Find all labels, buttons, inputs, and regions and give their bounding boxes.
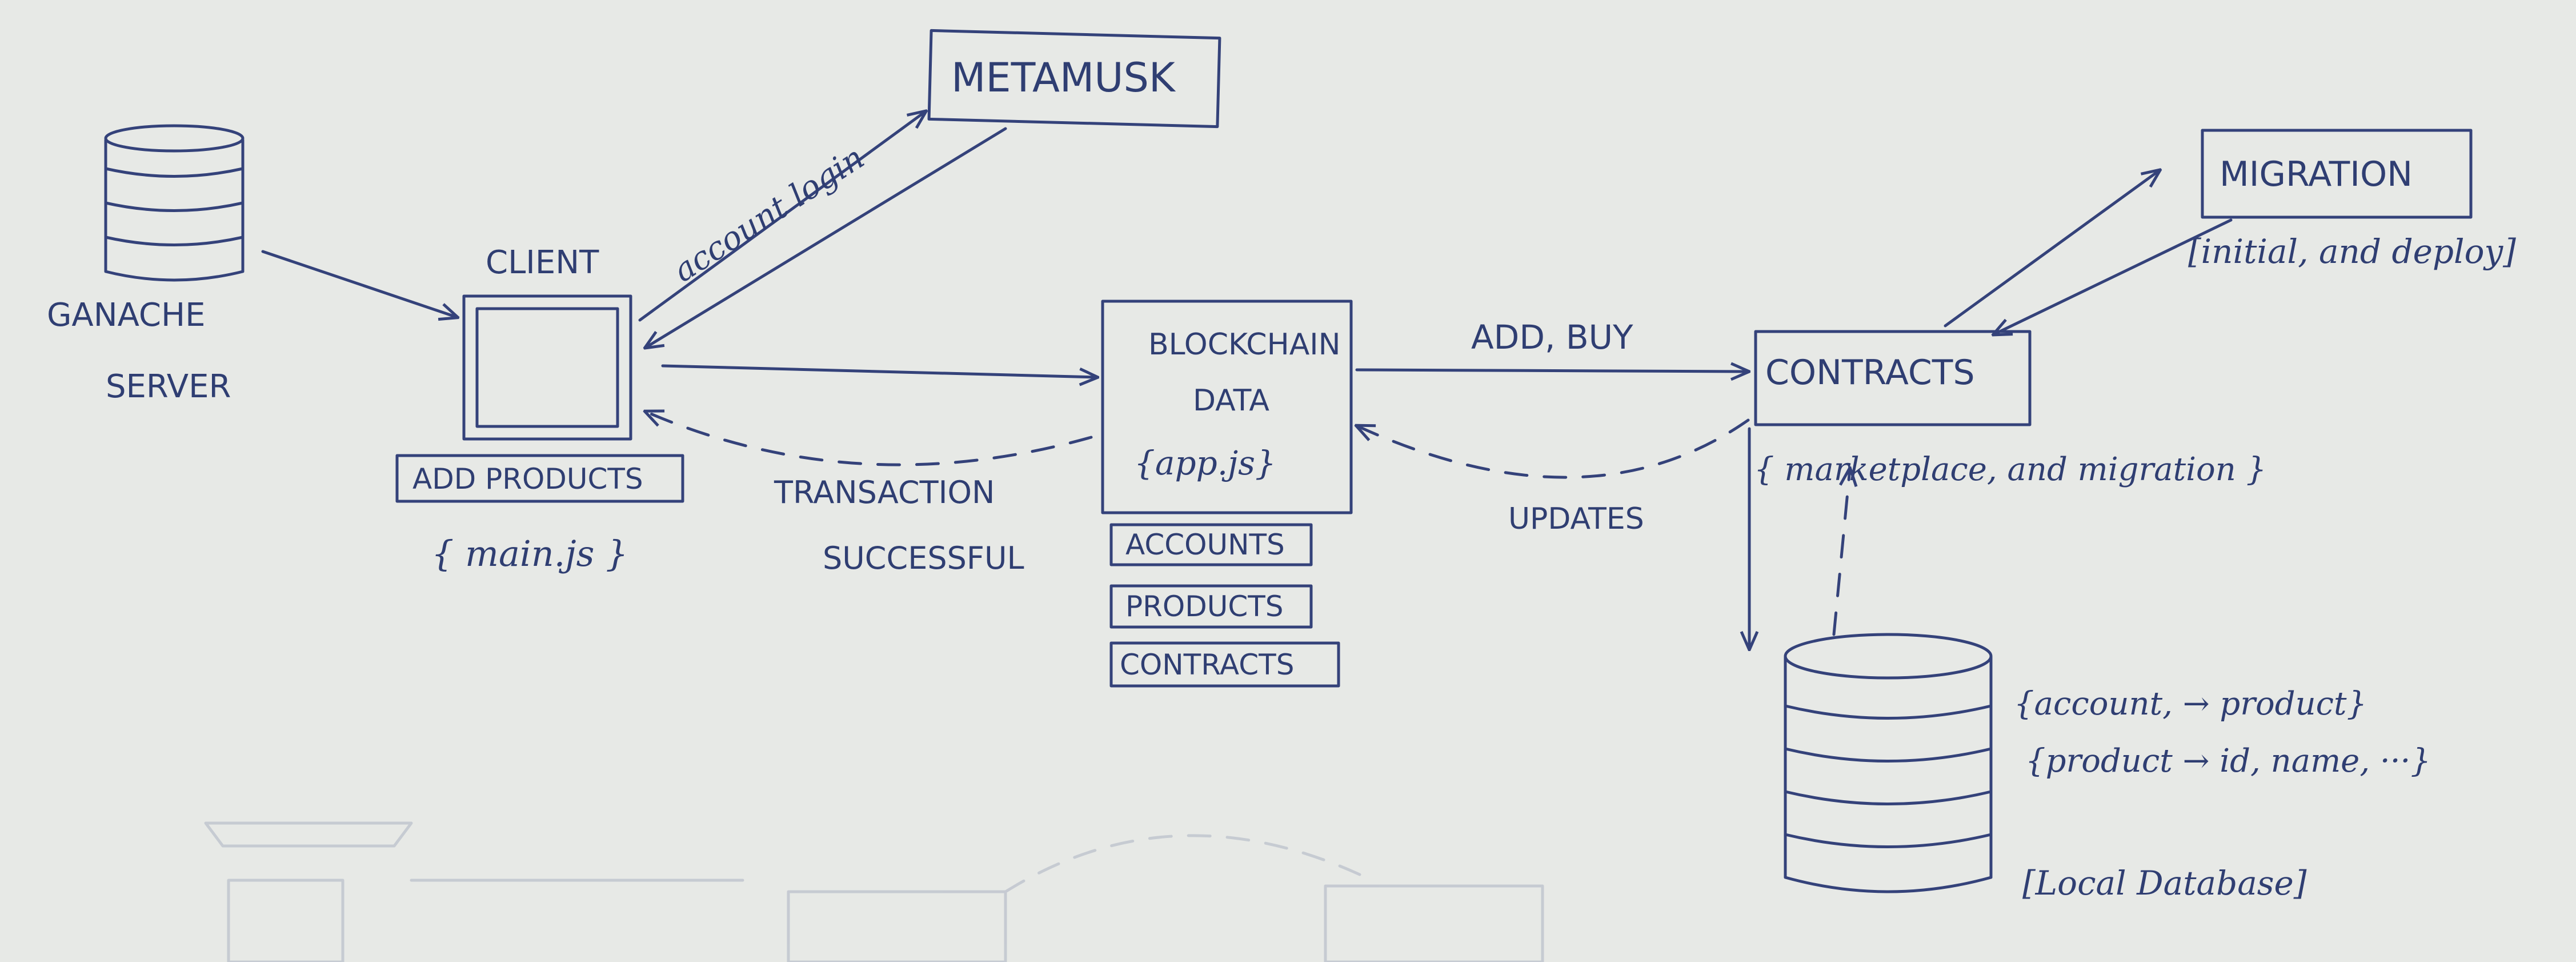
transaction-label-line1: TRANSACTION	[774, 474, 995, 510]
contracts-item-label: CONTRACTS	[1120, 648, 1294, 681]
transaction-label-line2: SUCCESSFUL	[823, 540, 1024, 576]
edge-client-to-metamusk	[638, 111, 926, 322]
client-title: CLIENT	[486, 244, 599, 281]
edge-contracts-to-migration	[1944, 170, 2160, 328]
products-box	[1109, 584, 1313, 629]
contracts-box	[1754, 330, 2032, 426]
db-label: [Local Database]	[2022, 864, 2307, 903]
edge-blockchain-to-contracts	[1355, 370, 1748, 372]
edge-database-to-contracts	[1832, 469, 1850, 636]
migration-node: MIGRATION [initial, and deploy]	[2188, 129, 2516, 271]
database-icon	[1784, 633, 1993, 893]
metamusk-node: METAMUSK	[927, 29, 1221, 129]
blockchain-node: BLOCKCHAIN DATA {app.js} ACCOUNTS PRODUC…	[1101, 300, 1353, 688]
add-buy-label: ADD, BUY	[1471, 318, 1633, 357]
updates-label: UPDATES	[1508, 502, 1644, 536]
client-screen-inner	[475, 307, 619, 428]
contracts-item-box	[1109, 641, 1340, 688]
migration-note-label: [initial, and deploy]	[2188, 232, 2516, 271]
client-node: CLIENT ADD PRODUCTS { main.js }	[395, 244, 684, 574]
edge-metamusk-to-client	[646, 127, 1007, 348]
app-js-label: {app.js}	[1134, 444, 1276, 482]
ganache-label-line2: SERVER	[106, 368, 231, 405]
add-products-label: ADD PRODUCTS	[412, 462, 643, 496]
ganache-server-node: GANACHE SERVER	[47, 124, 245, 405]
blockchain-box	[1101, 300, 1353, 514]
blockchain-label-line2: DATA	[1193, 384, 1269, 418]
db-schema-line2: {product → id, name, ···}	[2025, 743, 2431, 780]
accounts-box	[1109, 523, 1313, 566]
add-products-box	[395, 454, 684, 503]
local-database-node: {account, → product} {product → id, name…	[1784, 633, 2431, 903]
edge-client-to-blockchain	[661, 364, 1097, 377]
edge-ganache-to-client	[261, 250, 457, 317]
ganache-label-line1: GANACHE	[47, 297, 206, 334]
blockchain-label-line1: BLOCKCHAIN	[1148, 328, 1341, 362]
migration-box	[2201, 129, 2473, 219]
products-label: PRODUCTS	[1125, 590, 1284, 623]
edge-contracts-to-blockchain	[1357, 418, 1750, 479]
edge-migration-to-contracts	[1994, 218, 2233, 334]
database-icon	[104, 124, 245, 282]
migration-label: MIGRATION	[2220, 154, 2413, 194]
client-screen-outer	[462, 294, 632, 441]
db-schema-line1: {account, → product}	[2014, 685, 2367, 723]
contracts-files-label: { marketplace, and migration }	[1754, 451, 2266, 488]
contracts-label: CONTRACTS	[1765, 353, 1975, 393]
accounts-label: ACCOUNTS	[1125, 528, 1285, 561]
metamusk-box	[927, 29, 1221, 129]
bleed-through-sketch	[204, 821, 1544, 962]
edge-blockchain-to-client	[646, 412, 1093, 466]
metamusk-label: METAMUSK	[951, 54, 1176, 101]
main-js-label: { main.js }	[431, 533, 628, 574]
